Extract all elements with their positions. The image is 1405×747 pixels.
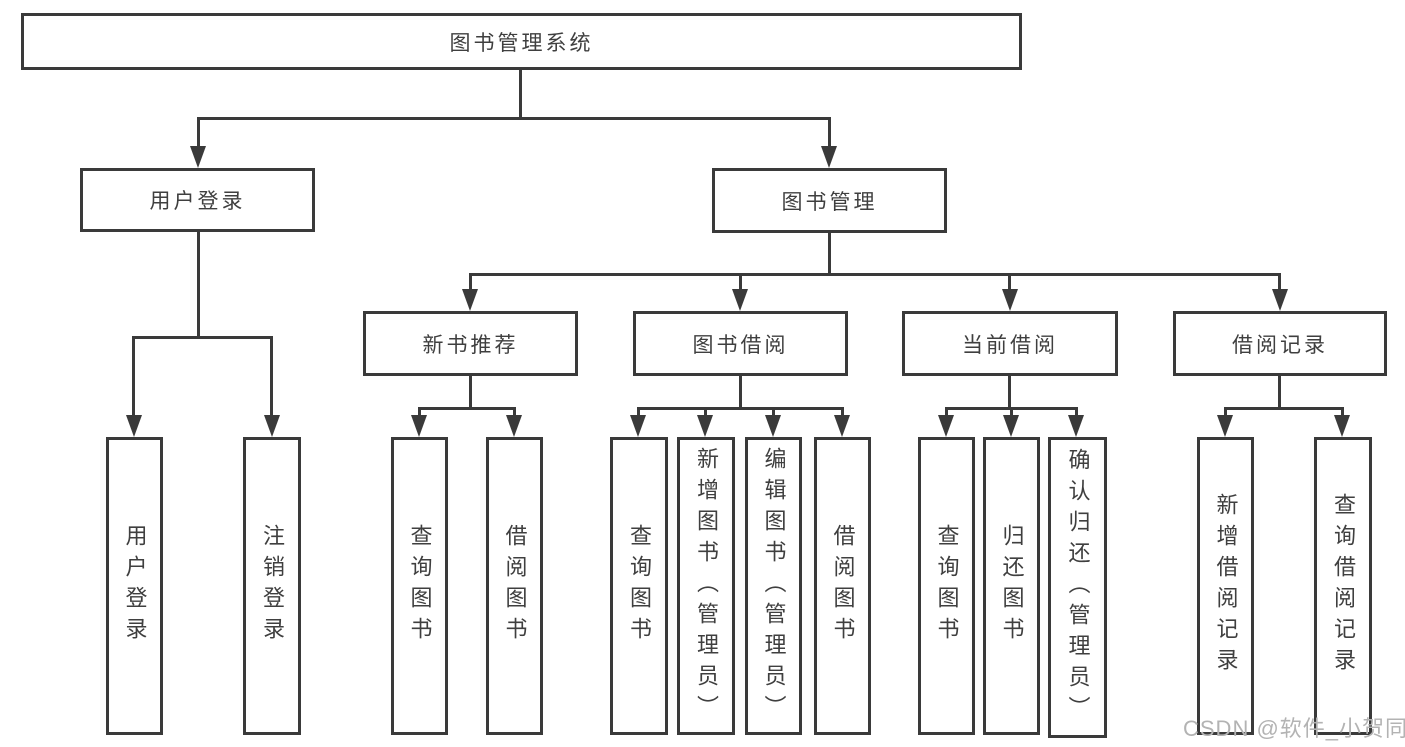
leaf-borrowing-query: 查询图书 <box>610 437 668 735</box>
arrow-into-book-mgmt <box>821 146 837 168</box>
connector-rail-user-login-group <box>132 336 273 339</box>
arrow-into-leaf-borrowing-borrow <box>834 415 850 437</box>
leaf-current-query-label: 查询图书 <box>934 524 960 648</box>
node-book-management-label: 图书管理 <box>781 190 878 214</box>
arrow-into-leaf-borrowing-edit <box>765 415 781 437</box>
arrow-into-new-books <box>462 289 478 311</box>
arrow-into-book-borrowing <box>732 289 748 311</box>
node-borrowing-records: 借阅记录 <box>1173 311 1387 376</box>
leaf-newbooks-query: 查询图书 <box>391 437 448 735</box>
connector-stub-leaf-newbooks-borrow <box>513 407 516 419</box>
connector-stub-leaf-newbooks-query <box>418 407 421 419</box>
connector-rail-level3 <box>469 273 1281 276</box>
node-current-borrowing: 当前借阅 <box>902 311 1118 376</box>
connector-stub-leaf-user-login <box>132 336 135 416</box>
connector-rail-newbooks-group <box>418 407 516 410</box>
leaf-records-add-label: 新增借阅记录 <box>1213 493 1239 679</box>
arrow-into-leaf-records-add <box>1217 415 1233 437</box>
leaf-user-login-label: 用户登录 <box>122 524 148 648</box>
node-borrowing-records-label: 借阅记录 <box>1232 333 1328 357</box>
node-new-book-recommend-label: 新书推荐 <box>422 333 519 357</box>
connector-stem-user-login <box>197 232 200 336</box>
connector-stub-book-mgmt <box>828 117 831 149</box>
arrow-into-leaf-user-login <box>126 415 142 437</box>
node-user-login-label: 用户登录 <box>149 190 246 213</box>
arrow-into-leaf-borrowing-add <box>697 415 713 437</box>
connector-stub-leaf-records-add <box>1224 407 1227 419</box>
connector-rail-level1 <box>197 117 831 120</box>
leaf-borrowing-borrow-book: 借阅图书 <box>814 437 871 735</box>
leaf-borrowing-borrow-book-label: 借阅图书 <box>830 524 856 648</box>
leaf-borrowing-add-book: 新增图书（管理员） <box>677 437 735 735</box>
connector-stem-current-borrowing <box>1008 376 1011 407</box>
csdn-watermark: CSDN @软件_小贺同学 <box>1183 716 1405 741</box>
connector-rail-borrowing-group <box>637 407 844 410</box>
leaf-borrowing-edit-book: 编辑图书（管理员） <box>745 437 802 735</box>
arrow-into-leaf-current-confirm <box>1068 415 1084 437</box>
connector-rail-records-group <box>1224 407 1344 410</box>
connector-stub-leaf-borrowing-borrow <box>841 407 844 419</box>
arrow-into-borrowing-records <box>1272 289 1288 311</box>
node-book-management: 图书管理 <box>712 168 947 233</box>
leaf-newbooks-borrow-label: 借阅图书 <box>502 524 528 648</box>
connector-stub-leaf-current-return <box>1010 407 1013 419</box>
arrow-into-current-borrowing <box>1002 289 1018 311</box>
leaf-borrowing-query-label: 查询图书 <box>627 524 652 648</box>
arrow-into-leaf-borrowing-query <box>630 415 646 437</box>
connector-stub-borrowing-records <box>1278 273 1281 291</box>
node-root: 图书管理系统 <box>21 13 1022 70</box>
leaf-user-login: 用户登录 <box>106 437 163 735</box>
leaf-borrowing-edit-book-label: 编辑图书（管理员） <box>761 446 787 726</box>
arrow-into-leaf-current-query <box>938 415 954 437</box>
connector-rail-current-group <box>945 407 1078 410</box>
arrow-into-leaf-records-query <box>1334 415 1350 437</box>
arrow-into-leaf-current-return <box>1003 415 1019 437</box>
leaf-logout-label: 注销登录 <box>260 524 285 648</box>
connector-stub-leaf-current-confirm <box>1075 407 1078 419</box>
connector-stub-user-login <box>197 117 200 149</box>
node-book-borrowing: 图书借阅 <box>633 311 848 376</box>
leaf-current-query: 查询图书 <box>918 437 975 735</box>
connector-stub-leaf-borrowing-add <box>704 407 707 419</box>
connector-stem-new-books <box>469 376 472 407</box>
node-user-login: 用户登录 <box>80 168 315 232</box>
arrow-into-leaf-logout <box>264 415 280 437</box>
leaf-current-return: 归还图书 <box>983 437 1040 735</box>
connector-stub-current-borrowing <box>1008 273 1011 291</box>
arrow-into-leaf-newbooks-borrow <box>506 415 522 437</box>
connector-stub-leaf-current-query <box>945 407 948 419</box>
connector-stem-book-borrowing <box>739 376 742 407</box>
arrow-into-leaf-newbooks-query <box>411 415 427 437</box>
leaf-newbooks-borrow: 借阅图书 <box>486 437 543 735</box>
arrow-into-user-login <box>190 146 206 168</box>
connector-stub-book-borrowing <box>739 273 742 291</box>
node-root-label: 图书管理系统 <box>449 31 594 55</box>
connector-stub-leaf-borrowing-query <box>637 407 640 419</box>
leaf-records-query-label: 查询借阅记录 <box>1331 493 1356 679</box>
node-current-borrowing-label: 当前借阅 <box>962 333 1058 357</box>
connector-stub-leaf-logout <box>270 336 273 416</box>
connector-stub-leaf-borrowing-edit <box>772 407 775 419</box>
leaf-logout: 注销登录 <box>243 437 301 735</box>
leaf-records-add: 新增借阅记录 <box>1197 437 1254 735</box>
leaf-records-query: 查询借阅记录 <box>1314 437 1372 735</box>
leaf-current-return-label: 归还图书 <box>999 524 1025 648</box>
leaf-newbooks-query-label: 查询图书 <box>407 524 433 648</box>
connector-root-stem <box>519 69 522 117</box>
leaf-borrowing-add-book-label: 新增图书（管理员） <box>694 446 719 726</box>
leaf-current-confirm-return-label: 确认归还（管理员） <box>1065 448 1091 727</box>
leaf-current-confirm-return: 确认归还（管理员） <box>1048 437 1107 738</box>
node-new-book-recommend: 新书推荐 <box>363 311 578 376</box>
connector-stub-leaf-records-query <box>1341 407 1344 419</box>
connector-stem-borrowing-records <box>1278 376 1281 407</box>
node-book-borrowing-label: 图书借阅 <box>692 333 789 357</box>
connector-stem-book-mgmt <box>828 233 831 273</box>
connector-stub-new-books <box>469 273 472 291</box>
